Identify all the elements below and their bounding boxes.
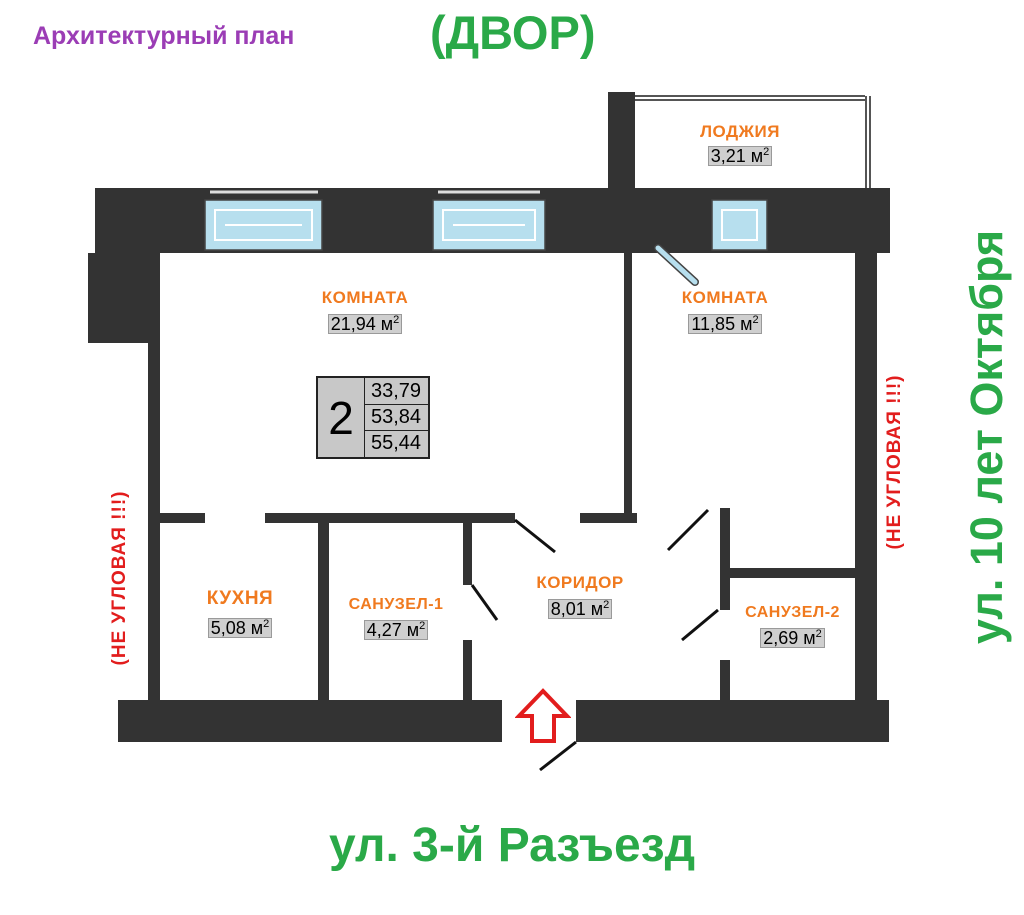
bath2-wall-top	[720, 508, 730, 610]
right-wall	[855, 253, 877, 703]
warning-left: (НЕ УГЛОВАЯ !!!)	[105, 418, 135, 738]
rooms-divider-wall	[265, 513, 515, 523]
bath2-name: САНУЗЕЛ-2	[745, 604, 840, 621]
loggia-pillar	[608, 92, 635, 192]
doors	[470, 508, 719, 772]
loggia-name: ЛОДЖИЯ	[700, 122, 780, 141]
bath1-wall-bottom	[463, 640, 472, 701]
bottom-wall-left	[118, 700, 502, 742]
total-with-loggia: 55,44	[370, 432, 422, 454]
street-bottom-label: ул. 3-й Разъезд	[328, 819, 696, 872]
street-right-label: ул. 10 лет Октября	[944, 162, 1024, 712]
bottom-wall-right	[576, 700, 889, 742]
kitchen-bath-wall	[318, 523, 329, 701]
arrow-up-icon	[515, 688, 571, 743]
room2-name: КОМНАТА	[681, 288, 769, 307]
top-wall-right	[665, 188, 890, 253]
corridor-label: КОРИДОР 8,01 м2	[515, 573, 645, 620]
room2-wall-stub	[580, 513, 637, 523]
warning-left-text: (НЕ УГЛОВАЯ !!!)	[109, 490, 130, 666]
plan-title: Архитектурный план	[33, 22, 295, 50]
walls	[88, 92, 890, 742]
bath1-wall-top	[463, 523, 472, 585]
loggia-label: ЛОДЖИЯ 3,21 м2	[675, 122, 805, 167]
window-3	[711, 199, 768, 251]
room1-area: 21,94 м2	[327, 314, 403, 334]
warning-right-text: (НЕ УГЛОВАЯ !!!)	[884, 374, 905, 550]
area-summary-box: 2 33,79 53,84 55,44	[316, 376, 430, 459]
bath1-label: САНУЗЕЛ-1 4,27 м2	[330, 596, 462, 641]
room-partition	[624, 253, 632, 518]
bath2-wall-horizontal	[730, 568, 855, 578]
bath1-name: САНУЗЕЛ-1	[348, 596, 444, 613]
windows	[204, 190, 768, 286]
room1-name: КОМНАТА	[321, 288, 409, 307]
bath2-label: САНУЗЕЛ-2 2,69 м2	[730, 604, 855, 649]
rooms-count: 2	[318, 378, 365, 457]
bath1-area: 4,27 м2	[363, 620, 429, 640]
kitchen-area: 5,08 м2	[207, 618, 273, 638]
top-wall-left	[95, 188, 665, 253]
warning-right: (НЕ УГЛОВАЯ !!!)	[880, 302, 910, 622]
corridor-area: 8,01 м2	[547, 599, 613, 619]
left-wall	[148, 253, 160, 701]
room2-area: 11,85 м2	[688, 314, 762, 334]
loggia-area: 3,21 м2	[707, 146, 773, 166]
bath2-wall-bottom	[720, 660, 730, 701]
kitchen-wall-top-left	[160, 513, 205, 523]
corridor-name: КОРИДОР	[536, 573, 624, 592]
courtyard-label: (ДВОР)	[430, 6, 596, 59]
bath2-area: 2,69 м2	[760, 628, 825, 648]
total-area: 53,84	[364, 404, 428, 431]
kitchen-label: КУХНЯ 5,08 м2	[170, 588, 310, 639]
room1-label: КОМНАТА 21,94 м2	[300, 288, 430, 335]
kitchen-name: КУХНЯ	[206, 588, 274, 609]
room2-label: КОМНАТА 11,85 м2	[660, 288, 790, 335]
left-stub	[88, 253, 155, 343]
loggia-outline	[635, 95, 871, 188]
living-area: 33,79	[364, 378, 428, 405]
street-right-text: ул. 10 лет Октября	[960, 229, 1012, 645]
